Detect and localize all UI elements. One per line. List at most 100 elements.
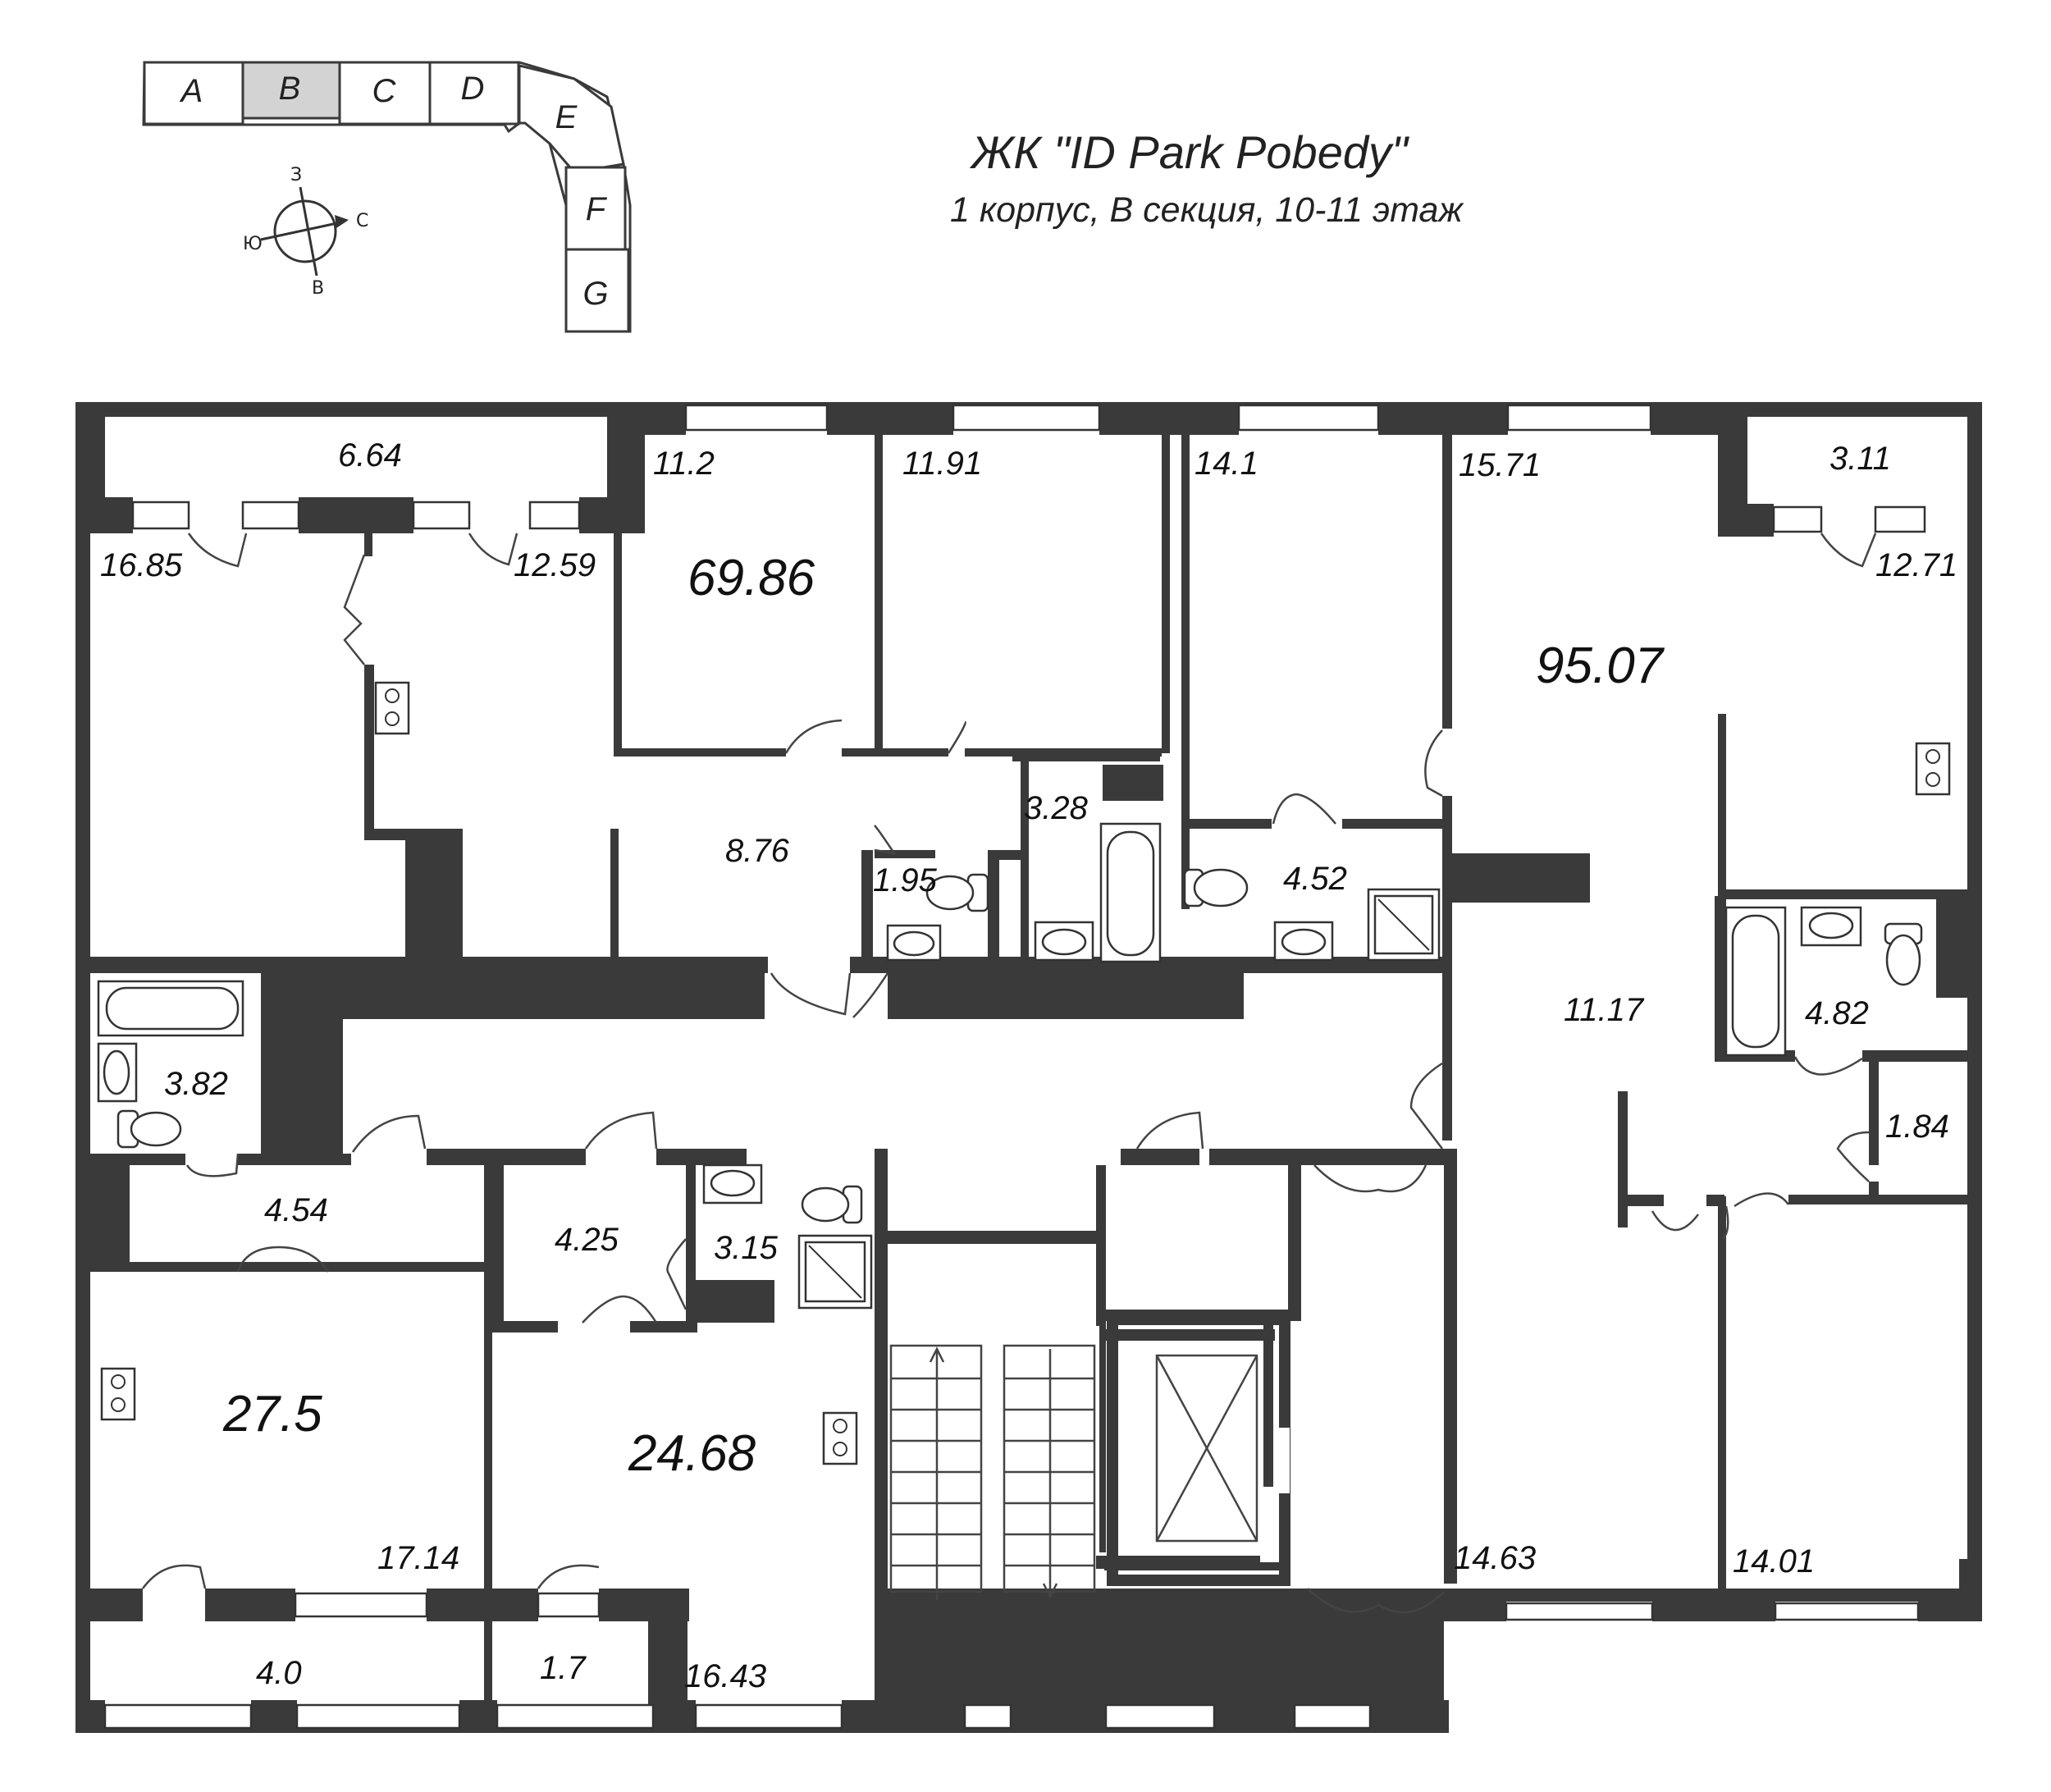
door-swing-28 (852, 972, 889, 1018)
int-wall-51 (90, 1262, 484, 1272)
shower-icon (1367, 888, 1441, 962)
int-wall-64 (875, 1231, 1098, 1244)
door-swing-9 (1424, 729, 1443, 798)
key-section-g[interactable] (564, 248, 630, 333)
door-swing-2 (468, 533, 518, 566)
int-wall-30 (90, 957, 768, 973)
room-area: 6.64 (338, 437, 402, 473)
outer-wall (75, 402, 1982, 1733)
int-wall-74 (1718, 1196, 1726, 1590)
window-bottom-5 (103, 1703, 253, 1730)
balcony-wall-left (75, 402, 105, 533)
door-swing-5 (947, 720, 966, 754)
window-bottom-3 (1505, 1602, 1654, 1621)
door-swing-19 (141, 1564, 207, 1589)
int-wall-65 (876, 1590, 1447, 1603)
compass-arrow-icon (260, 220, 345, 241)
door-swing-15 (1313, 1164, 1427, 1193)
top-wall-2 (827, 402, 953, 435)
room-area: 4.52 (1283, 861, 1347, 897)
door-swing-17 (666, 1238, 687, 1310)
int-wall-55 (686, 1157, 696, 1321)
bathtub-icon (1099, 822, 1162, 963)
door-swing-13 (584, 1111, 658, 1150)
compass-south-label: Ю (243, 234, 263, 254)
apartment-total-area: 24.68 (628, 1425, 756, 1482)
door-swing-3 (343, 554, 366, 665)
window-bottom-11 (1293, 1703, 1372, 1730)
int-wall-16 (1012, 753, 1160, 761)
window-bottom-1 (294, 1592, 428, 1618)
room-area: 14.1 (1195, 446, 1258, 482)
room-area: 11.91 (902, 446, 982, 482)
key-section-b[interactable] (241, 61, 341, 120)
toilet-icon (925, 873, 989, 912)
int-wall-8 (1181, 433, 1190, 909)
key-label-f: F (586, 191, 608, 227)
window-top-4 (1506, 404, 1652, 432)
apartment-totals: 69.86 95.07 27.5 24.68 (222, 550, 1665, 1482)
bottom-wall-18 (1959, 1559, 1982, 1621)
sink-icon (1800, 906, 1862, 947)
int-wall-27 (417, 845, 451, 914)
sink-icon (1273, 921, 1334, 962)
int-wall-39 (90, 1154, 185, 1165)
door-swing-21 (1307, 1588, 1445, 1614)
window-balcony-2 (241, 501, 300, 530)
apartment-total-area: 69.86 (687, 550, 815, 606)
door-swing-26 (1722, 1205, 1729, 1240)
door-swing-6 (874, 825, 897, 855)
top-wall-5 (1651, 402, 1721, 435)
int-wall-78 (1715, 896, 1724, 1058)
balcony-rail-1 (105, 497, 133, 533)
key-label-b: B (279, 71, 301, 107)
int-wall-69 (1444, 1149, 1457, 1584)
int-wall-59 (1096, 1165, 1106, 1326)
door-swing-18 (582, 1295, 658, 1323)
window-bottom-4 (1774, 1602, 1920, 1621)
int-wall-22 (875, 850, 935, 858)
int-wall-34 (346, 981, 753, 1009)
door-swing-27 (1820, 533, 1877, 568)
compass: С Ю З В (243, 165, 368, 299)
int-wall-76 (1718, 714, 1726, 1055)
room-area: 15.71 (1459, 447, 1541, 483)
door-swing-22 (1651, 1210, 1699, 1232)
room-area: 12.71 (1875, 547, 1957, 583)
door-swing-12 (351, 1114, 427, 1153)
key-label-c: C (372, 73, 397, 109)
window-bottom-2 (537, 1592, 601, 1618)
room-area: 8.76 (725, 833, 790, 869)
apartment-total-area: 95.07 (1536, 638, 1665, 694)
int-wall-23 (364, 532, 372, 556)
key-label-e: E (555, 99, 578, 135)
int-wall-28 (417, 922, 451, 958)
int-wall-4 (875, 433, 883, 753)
int-wall-50 (102, 1175, 118, 1252)
stove-icon (100, 1367, 136, 1421)
bottom-wall-3 (427, 1589, 484, 1621)
bottom-wall-8 (251, 1700, 297, 1733)
room-area: 14.63 (1454, 1540, 1536, 1576)
int-wall-24 (364, 665, 374, 837)
int-wall-19 (988, 850, 999, 958)
room-area: 3.15 (714, 1230, 779, 1266)
window-bottom-7 (496, 1703, 655, 1730)
balcony-wall-far-right (1967, 402, 1982, 509)
compass-arrowhead-icon (335, 215, 349, 228)
int-wall-70 (1618, 1091, 1628, 1227)
int-wall-73 (1706, 1195, 1721, 1206)
int-wall-71 (1628, 1195, 1664, 1206)
bottom-wall-1 (90, 1589, 143, 1621)
balcony-rail-2 (299, 497, 413, 533)
toilet-icon (801, 1185, 863, 1224)
int-wall-40 (238, 1154, 351, 1165)
door-swing-1 (187, 533, 248, 568)
compass-axis-icon (299, 186, 318, 277)
key-section-c[interactable] (338, 61, 432, 126)
door-swing-25 (1836, 1131, 1870, 1182)
bathtub-icon (97, 980, 244, 1037)
int-wall-77 (1718, 889, 1967, 899)
door-swing-8 (1272, 793, 1336, 825)
